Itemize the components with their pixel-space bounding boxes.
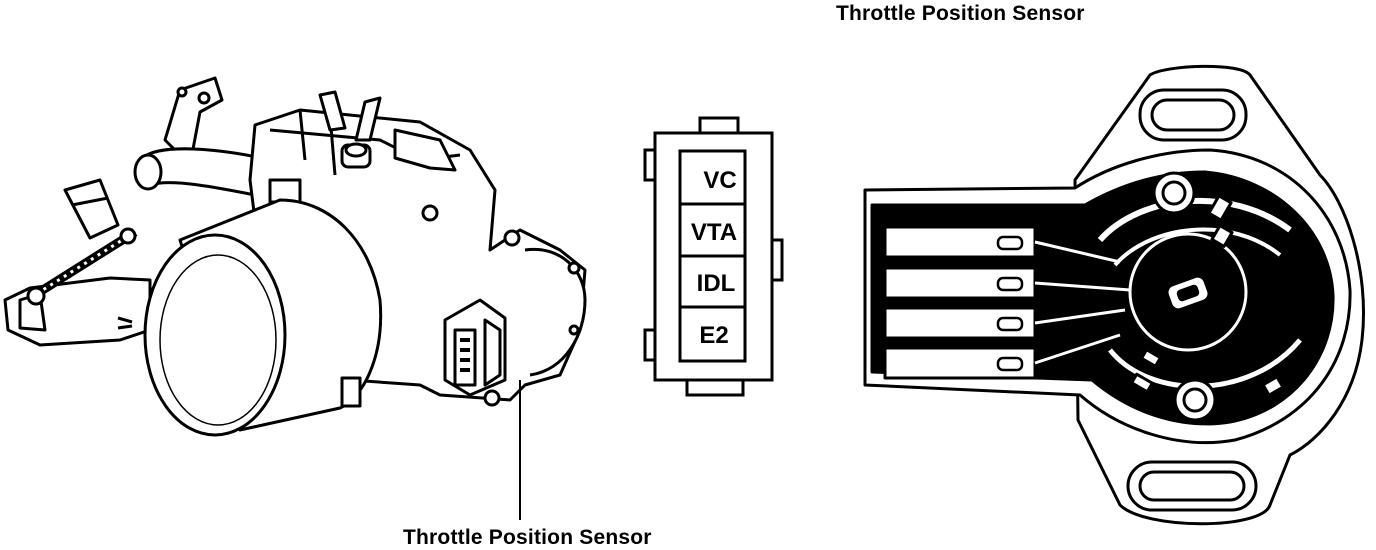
throttle-body-drawing [3, 76, 587, 437]
pin-label-e2: E2 [699, 322, 728, 349]
throttle-body-sensor-label: Throttle Position Sensor [403, 526, 652, 549]
pin-label-vta: VTA [691, 219, 737, 246]
connector-pinout [643, 116, 784, 397]
sensor-detail-label: Throttle Position Sensor [836, 2, 1085, 25]
sensor-detail-drawing [863, 64, 1366, 526]
pin-label-idl: IDL [697, 270, 736, 297]
pin-label-vc: VC [703, 167, 736, 194]
